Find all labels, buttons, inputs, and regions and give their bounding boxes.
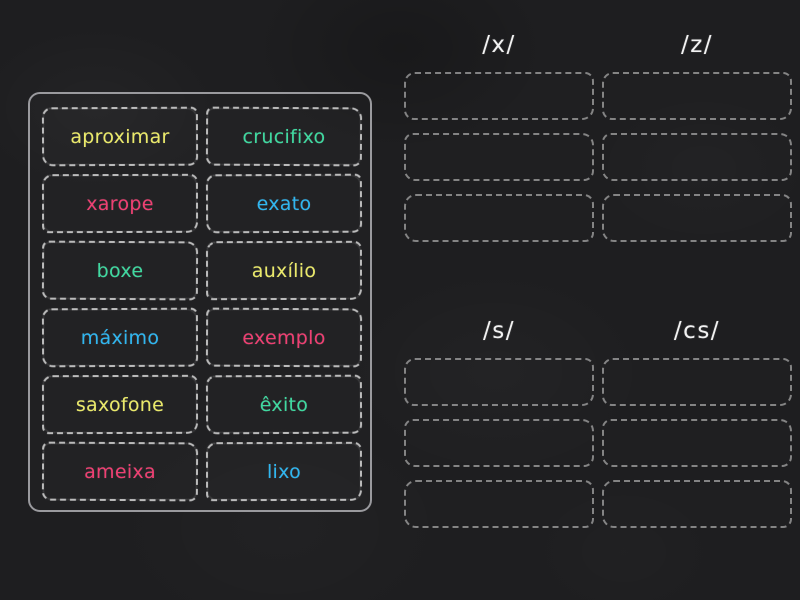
word-tile-label: aproximar bbox=[70, 125, 170, 148]
dropzone-slot[interactable] bbox=[404, 480, 594, 528]
category-title: /z/ bbox=[680, 32, 714, 58]
word-bank-panel: aproximar crucifixo xarope exato boxe auxílio… bbox=[28, 92, 372, 512]
word-tile[interactable]: êxito bbox=[206, 375, 362, 434]
dropzone-slot[interactable] bbox=[602, 133, 792, 181]
word-tile[interactable]: ameixa bbox=[42, 442, 198, 501]
dropzone-slot[interactable] bbox=[602, 480, 792, 528]
word-tile-label: crucifixo bbox=[242, 125, 326, 148]
word-tile[interactable]: aproximar bbox=[42, 107, 198, 166]
word-tile-label: lixo bbox=[266, 460, 302, 483]
dropzone-slot[interactable] bbox=[602, 358, 792, 406]
dropzone-slot[interactable] bbox=[602, 194, 792, 242]
word-tile[interactable]: crucifixo bbox=[206, 107, 362, 166]
dropzone-slot[interactable] bbox=[602, 72, 792, 120]
dropzone-slot[interactable] bbox=[404, 194, 594, 242]
word-tile-grid: aproximar crucifixo xarope exato boxe auxílio… bbox=[40, 103, 364, 505]
category-column: /s/ bbox=[404, 310, 594, 572]
word-tile-label: exemplo bbox=[242, 326, 326, 349]
word-tile-label: xarope bbox=[86, 192, 154, 215]
dropzone-slot[interactable] bbox=[404, 419, 594, 467]
word-tile[interactable]: máximo bbox=[42, 308, 198, 367]
category-column: /z/ bbox=[602, 24, 792, 286]
dropzone-slot[interactable] bbox=[602, 419, 792, 467]
category-column: /x/ bbox=[404, 24, 594, 286]
category-title: /cs/ bbox=[673, 318, 721, 344]
word-tile-label: saxofone bbox=[75, 393, 165, 416]
word-tile[interactable]: auxílio bbox=[206, 241, 362, 300]
word-tile[interactable]: boxe bbox=[42, 241, 198, 300]
word-tile-label: máximo bbox=[80, 326, 160, 349]
category-column: /cs/ bbox=[602, 310, 792, 572]
category-columns: /x/ /z/ /s/ /cs/ bbox=[400, 24, 792, 576]
dropzone-slot[interactable] bbox=[404, 358, 594, 406]
category-title: /s/ bbox=[483, 318, 515, 344]
word-tile[interactable]: exato bbox=[206, 174, 362, 233]
category-dropzone-list bbox=[404, 352, 594, 528]
word-tile[interactable]: exemplo bbox=[206, 308, 362, 367]
category-title: /x/ bbox=[482, 32, 516, 58]
word-tile-label: boxe bbox=[96, 259, 144, 282]
word-tile-label: ameixa bbox=[84, 460, 156, 483]
word-tile-label: auxílio bbox=[251, 259, 317, 282]
word-tile[interactable]: xarope bbox=[42, 174, 198, 233]
dropzone-slot[interactable] bbox=[404, 72, 594, 120]
word-tile[interactable]: saxofone bbox=[42, 375, 198, 434]
word-tile-label: exato bbox=[256, 192, 312, 215]
word-tile[interactable]: lixo bbox=[206, 442, 362, 501]
word-tile-label: êxito bbox=[259, 393, 309, 416]
category-dropzone-list bbox=[404, 66, 594, 242]
dropzone-slot[interactable] bbox=[404, 133, 594, 181]
category-dropzone-list bbox=[602, 66, 792, 242]
category-dropzone-list bbox=[602, 352, 792, 528]
